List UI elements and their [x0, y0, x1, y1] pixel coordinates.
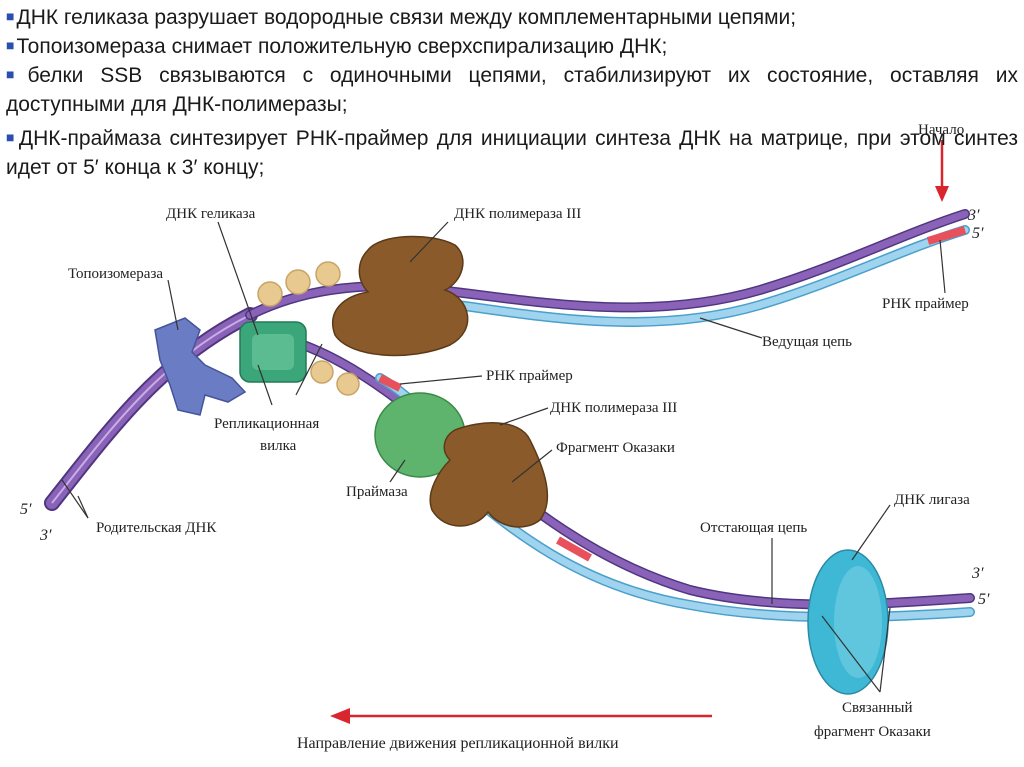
bullet-text: Топоизомераза снимает положительную свер… — [16, 35, 668, 58]
bullet-topoisomerase: ■Топоизомераза снимает положительную све… — [6, 33, 1018, 62]
bullet-list: ■ДНК геликаза разрушает водородные связи… — [6, 4, 1018, 182]
label-parental-dna: Родительская ДНК — [96, 520, 217, 536]
label-topoisomerase: Топоизомераза — [68, 266, 163, 282]
bullet-text: ДНК-праймаза синтезирует РНК-праймер для… — [6, 127, 1018, 179]
ligase — [807, 549, 889, 695]
label-replication-fork-1: Репликационная — [214, 416, 319, 432]
end-top-right-5: 5′ — [972, 225, 984, 242]
label-okazaki: Фрагмент Оказаки — [556, 440, 675, 456]
topoisomerase — [154, 317, 247, 416]
polymerase-top — [332, 235, 469, 357]
labels: ДНК геликаза ДНК полимераза III Топоизом… — [68, 122, 970, 752]
label-rna-primer-right: РНК праймер — [882, 296, 969, 312]
bullet-text: белки SSB связываются с одиночными цепям… — [6, 64, 1018, 116]
label-bound-okazaki-2: фрагмент Оказаки — [814, 724, 931, 740]
bullet-marker-icon: ■ — [6, 129, 17, 145]
label-primase: Праймаза — [346, 484, 408, 500]
bullet-ssb: ■белки SSB связываются с одиночными цепя… — [6, 62, 1018, 119]
label-pol3-mid: ДНК полимераза III — [550, 400, 677, 416]
end-left-3: 3′ — [39, 527, 52, 544]
ssb-proteins — [257, 261, 360, 396]
bullet-text: ДНК геликаза разрушает водородные связи … — [16, 6, 797, 29]
label-helicase: ДНК геликаза — [166, 206, 256, 222]
bullet-primase: ■ДНК-праймаза синтезирует РНК-праймер дл… — [6, 125, 1018, 182]
helicase — [239, 321, 307, 383]
label-direction: Направление движения репликационной вилк… — [297, 735, 619, 752]
label-rna-primer-mid: РНК праймер — [486, 368, 573, 384]
leading-parental-strand — [245, 209, 970, 320]
end-left-5: 5′ — [20, 501, 32, 518]
direction-arrow — [330, 708, 712, 724]
leader-lines — [61, 221, 946, 693]
label-start: Начало — [918, 122, 964, 138]
bullet-marker-icon: ■ — [6, 8, 15, 24]
end-bottom-right-5: 5′ — [978, 591, 990, 608]
polymerase-mid — [429, 422, 549, 528]
label-leading-strand: Ведущая цепь — [762, 334, 852, 350]
leading-rna-primer — [926, 226, 967, 245]
lagging-rna-primer-1 — [378, 374, 402, 392]
label-replication-fork-2: вилка — [260, 438, 297, 454]
end-bottom-right-3: 3′ — [971, 565, 984, 582]
bullet-marker-icon: ■ — [6, 37, 15, 53]
start-arrow — [935, 140, 949, 202]
lagging-rna-primer-2 — [556, 536, 592, 562]
parental-dna — [44, 307, 258, 511]
leading-new-strand — [415, 225, 970, 327]
bullet-helicase: ■ДНК геликаза разрушает водородные связи… — [6, 4, 1018, 33]
bullet-marker-icon: ■ — [6, 66, 26, 82]
end-top-right-3: 3′ — [967, 207, 980, 224]
label-bound-okazaki-1: Связанный — [842, 700, 913, 716]
label-dna-ligase: ДНК лигаза — [894, 492, 970, 508]
strand-ends: 5′ 3′ 3′ 5′ 3′ 5′ — [20, 207, 990, 608]
label-pol3-top: ДНК полимераза III — [454, 206, 581, 222]
label-lagging-strand: Отстающая цепь — [700, 520, 807, 536]
